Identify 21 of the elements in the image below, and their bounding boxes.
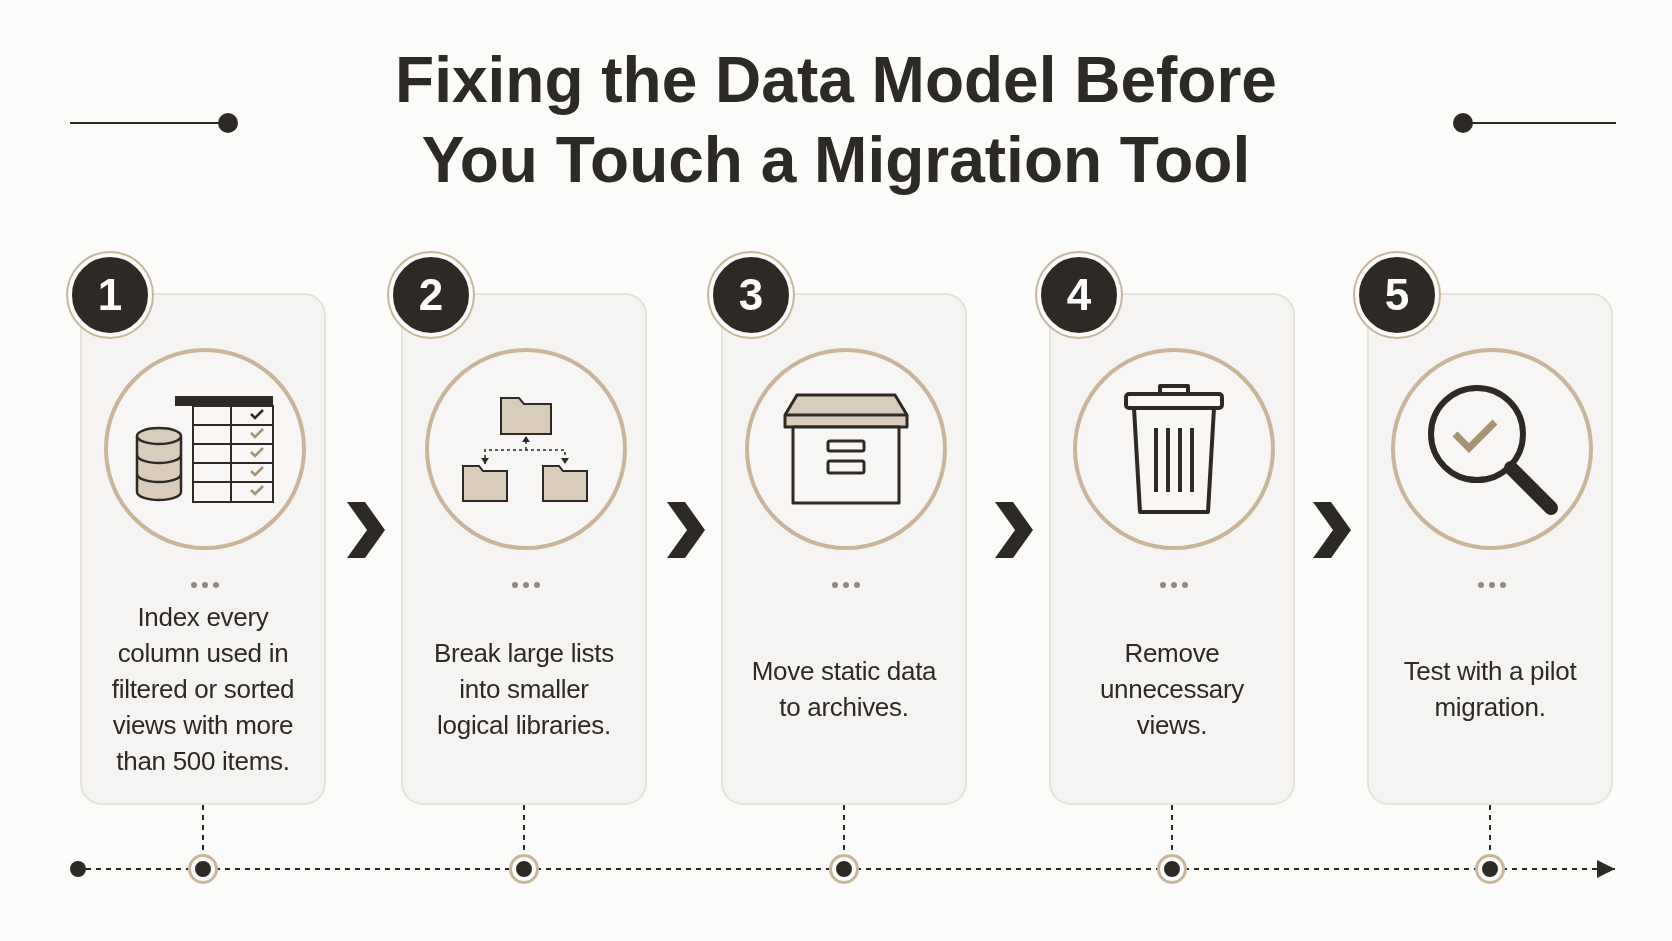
chevron-arrow	[1313, 502, 1351, 558]
timeline-marker	[1478, 857, 1502, 881]
chevron-arrow	[347, 502, 385, 558]
timeline-marker	[191, 857, 215, 881]
timeline-marker	[512, 857, 536, 881]
step-description: Index every column used in filtered or sorted views with more than 500 items.	[110, 601, 296, 778]
title: Fixing the Data Model Before You Touch a Migration Tool	[394, 43, 1278, 198]
timeline-marker	[832, 857, 856, 881]
step-description: Test with a pilot migration.	[1402, 655, 1578, 724]
timeline-marker	[1160, 857, 1184, 881]
step-number: 5	[1355, 253, 1439, 337]
step-description: Break large lists into smaller logical libraries.	[433, 637, 615, 742]
chevron-arrow	[995, 502, 1033, 558]
chevron-arrow	[667, 502, 705, 558]
step-number: 3	[709, 253, 793, 337]
step-number: 2	[389, 253, 473, 337]
step-number: 1	[68, 253, 152, 337]
step-description: Move static data to archives.	[750, 655, 938, 724]
step-description: Remove unnecessary views.	[1098, 637, 1246, 742]
step-number: 4	[1037, 253, 1121, 337]
timeline-start-dot	[70, 861, 86, 877]
